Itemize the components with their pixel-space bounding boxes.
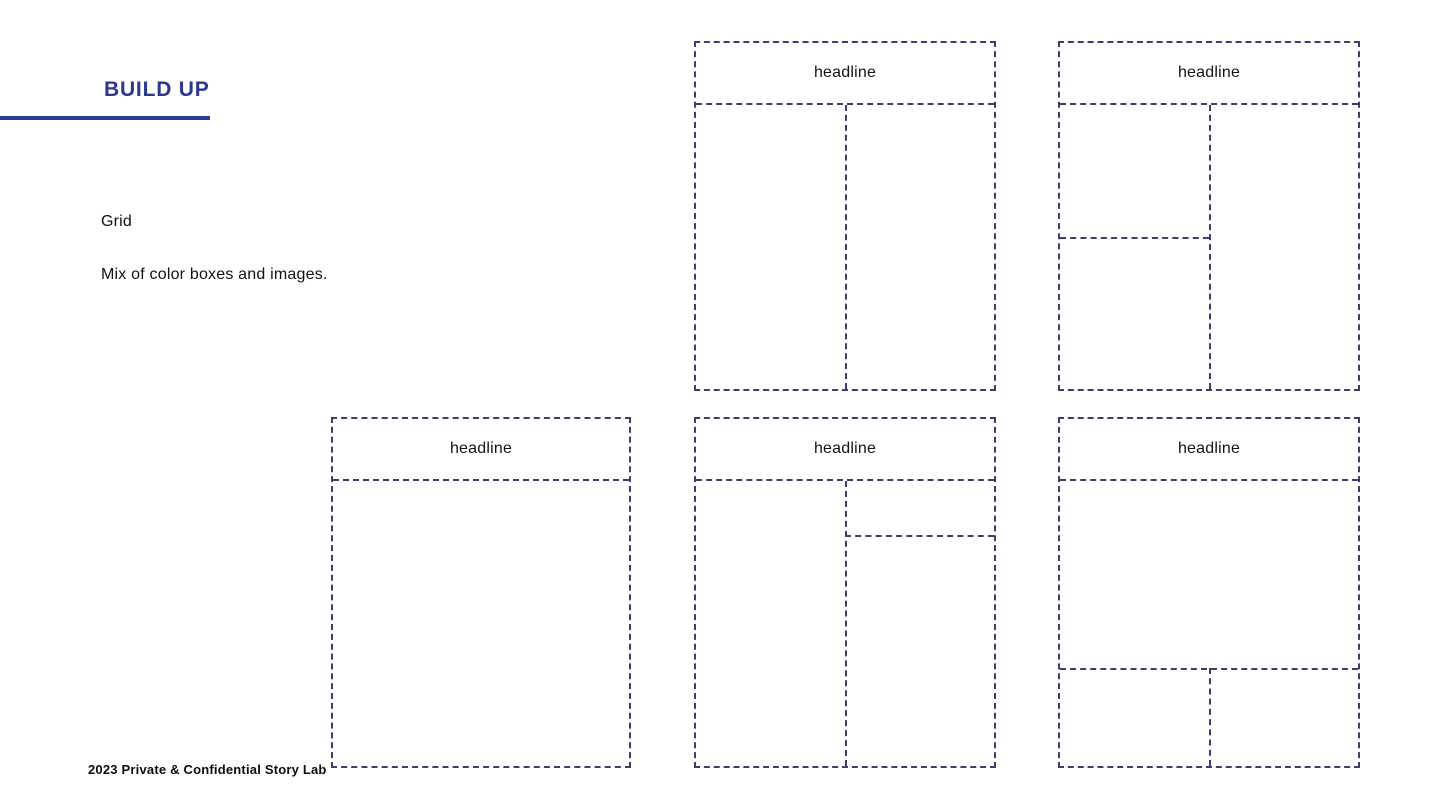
title-underline <box>0 116 210 120</box>
wireframe-panel-top-right: headline <box>1058 41 1360 391</box>
headline-box: headline <box>1060 43 1358 105</box>
wireframe-panel-bottom-right: headline <box>1058 417 1360 768</box>
headline-label: headline <box>1177 64 1241 81</box>
left-column-row-divider <box>1060 237 1209 239</box>
headline-box: headline <box>333 419 629 481</box>
headline-label: headline <box>1177 440 1241 457</box>
headline-box: headline <box>1060 419 1358 481</box>
footer-confidential-label: 2023 Private & Confidential Story Lab <box>88 762 327 777</box>
wireframe-panel-bottom-left: headline <box>331 417 631 768</box>
headline-label: headline <box>813 440 877 457</box>
page-title: BUILD UP <box>104 78 210 101</box>
column-divider <box>1209 105 1211 389</box>
right-column-row-divider <box>845 535 994 537</box>
bottom-row-column-divider <box>1209 668 1211 766</box>
headline-box: headline <box>696 419 994 481</box>
wireframe-panel-bottom-middle: headline <box>694 417 996 768</box>
note-description: Mix of color boxes and images. <box>101 266 328 283</box>
headline-box: headline <box>696 43 994 105</box>
headline-label: headline <box>813 64 877 81</box>
column-divider <box>845 105 847 389</box>
headline-label: headline <box>449 440 513 457</box>
wireframe-panel-top-middle: headline <box>694 41 996 391</box>
column-divider <box>845 481 847 766</box>
note-grid: Grid <box>101 213 133 230</box>
